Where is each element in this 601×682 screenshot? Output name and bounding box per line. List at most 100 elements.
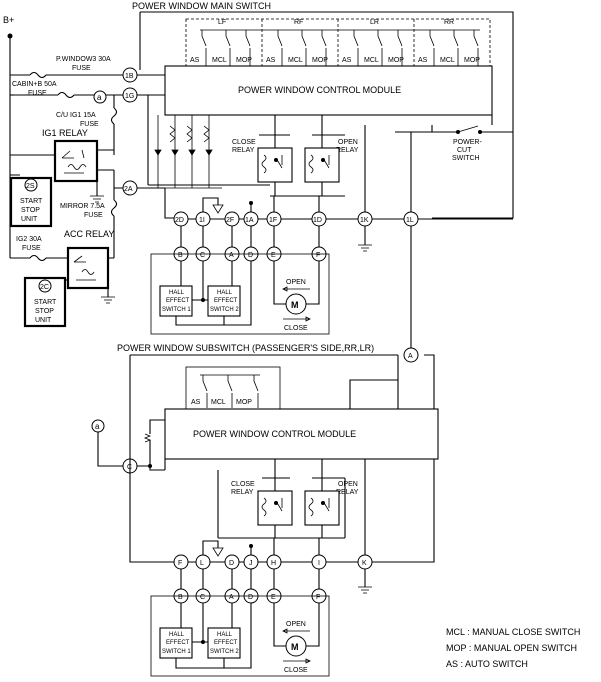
svg-text:1B: 1B — [125, 73, 134, 80]
svg-text:SWITCH 2: SWITCH 2 — [210, 307, 239, 313]
mirror-fuse-label-2: FUSE — [84, 212, 103, 219]
svg-text:EFFECT: EFFECT — [166, 640, 190, 646]
svg-text:HALL: HALL — [217, 632, 233, 638]
connector-2s-label: 2S — [26, 183, 35, 190]
acc-relay — [66, 246, 110, 290]
svg-text:F: F — [316, 252, 320, 259]
main-motor-close-label: CLOSE — [284, 325, 308, 332]
ig2-fuse — [29, 254, 47, 262]
svg-text:AS: AS — [342, 57, 352, 64]
svg-text:MOP: MOP — [312, 57, 328, 64]
sub-open-relay-label: OPEN — [338, 481, 358, 488]
cu-ig1-fuse — [110, 107, 118, 125]
legend-mop: MOP : MANUAL OPEN SWITCH — [446, 643, 577, 653]
svg-text:MCL: MCL — [212, 57, 227, 64]
svg-text:EFFECT: EFFECT — [214, 640, 238, 646]
svg-text:RELAY: RELAY — [232, 147, 255, 154]
cu-ig1-fuse-label-2: FUSE — [80, 121, 99, 128]
cabin-fuse-label-2: FUSE — [28, 90, 47, 97]
svg-text:1K: 1K — [360, 217, 369, 224]
sub-motor-close-label: CLOSE — [284, 667, 308, 674]
main-open-relay — [304, 147, 340, 183]
svg-text:SWITCH 1: SWITCH 1 — [162, 649, 191, 655]
power-label: B+ — [3, 15, 14, 25]
ig1-relay-label: IG1 RELAY — [42, 128, 88, 138]
subswitch-contacts — [200, 374, 260, 408]
main-switch-labels: AS MCL MOP AS MCL MOP AS MCL MOP AS MCL … — [190, 57, 480, 64]
junction-a-label: a — [97, 93, 102, 102]
svg-text:HALL: HALL — [217, 290, 233, 296]
svg-text:1F: 1F — [269, 217, 277, 224]
svg-text:MOP: MOP — [236, 399, 252, 406]
sub-close-relay — [257, 490, 293, 526]
main-close-relay-label: CLOSE — [232, 139, 256, 146]
svg-text:SWITCH 1: SWITCH 1 — [162, 307, 191, 313]
svg-text:RELAY: RELAY — [336, 147, 359, 154]
svg-text:HALL: HALL — [169, 632, 185, 638]
ig2-fuse-label: IG2 30A — [16, 236, 42, 243]
diode-array — [154, 115, 222, 189]
group-rf: RF — [294, 19, 303, 26]
svg-text:H: H — [271, 560, 276, 567]
svg-text:A: A — [229, 594, 234, 601]
svg-text:SWITCH: SWITCH — [452, 155, 480, 162]
group-lf: LF — [218, 19, 226, 26]
svg-text:AS: AS — [266, 57, 276, 64]
svg-text:D: D — [248, 594, 253, 601]
ig2-fuse-label-2: FUSE — [22, 245, 41, 252]
svg-text:a: a — [95, 422, 100, 431]
svg-text:K: K — [362, 560, 367, 567]
pwindow-fuse — [29, 71, 47, 79]
svg-text:MOP: MOP — [464, 57, 480, 64]
sub-motor-assembly — [150, 595, 330, 677]
svg-text:MCL: MCL — [211, 399, 226, 406]
svg-text:2A: 2A — [124, 186, 133, 193]
main-control-module-label: POWER WINDOW CONTROL MODULE — [238, 85, 401, 95]
svg-text:J: J — [249, 560, 253, 567]
svg-text:D: D — [229, 560, 234, 567]
svg-text:2D: 2D — [175, 217, 184, 224]
svg-text:1G: 1G — [125, 93, 134, 100]
svg-text:SWITCH 2: SWITCH 2 — [210, 649, 239, 655]
sub-hall-switch-2 — [207, 627, 241, 659]
svg-text:MOP: MOP — [388, 57, 404, 64]
cabin-fuse-label: CABIN+B 50A — [12, 81, 57, 88]
cu-ig1-fuse-label: C/U IG1 15A — [56, 112, 96, 119]
sub-control-module-label: POWER WINDOW CONTROL MODULE — [193, 429, 356, 439]
svg-text:AS: AS — [190, 57, 200, 64]
main-motor-assembly — [150, 253, 330, 335]
svg-text:F: F — [178, 560, 182, 567]
svg-text:M: M — [291, 300, 299, 310]
svg-text:2F: 2F — [226, 217, 234, 224]
svg-text:L: L — [200, 560, 204, 567]
mirror-fuse-label: MIRROR 7.5A — [60, 203, 105, 210]
sub-close-relay-label: CLOSE — [231, 481, 255, 488]
svg-text:A: A — [408, 353, 413, 360]
svg-text:M: M — [291, 642, 299, 652]
sub-motor-open-label: OPEN — [286, 621, 306, 628]
main-switch-title: POWER WINDOW MAIN SWITCH — [132, 1, 271, 11]
svg-text:MOP: MOP — [236, 57, 252, 64]
main-motor-open-label: OPEN — [286, 279, 306, 286]
connector-2c-label: 2C — [40, 284, 49, 291]
svg-text:1L: 1L — [406, 217, 414, 224]
main-close-relay — [257, 147, 293, 183]
main-open-relay-label: OPEN — [338, 139, 358, 146]
pwindow-fuse-label: P.WINDOW3 30A — [56, 56, 111, 63]
main-control-module — [164, 65, 493, 116]
junction-a — [93, 90, 107, 104]
power-cut-switch — [457, 125, 479, 133]
main-switch-outline — [140, 11, 514, 219]
start-stop-unit-2c-line3: UNIT — [35, 317, 52, 324]
svg-text:RELAY: RELAY — [336, 489, 359, 496]
svg-text:C: C — [200, 252, 205, 259]
acc-relay-label: ACC RELAY — [64, 229, 114, 239]
svg-text:A: A — [229, 252, 234, 259]
mirror-fuse — [110, 199, 118, 217]
connector-2s — [24, 178, 38, 192]
subswitch-title: POWER WINDOW SUBSWITCH (PASSENGER'S SIDE… — [117, 343, 374, 353]
group-rr: RR — [444, 19, 454, 26]
sub-open-relay — [304, 490, 340, 526]
subswitch-terminal-a — [403, 347, 419, 363]
